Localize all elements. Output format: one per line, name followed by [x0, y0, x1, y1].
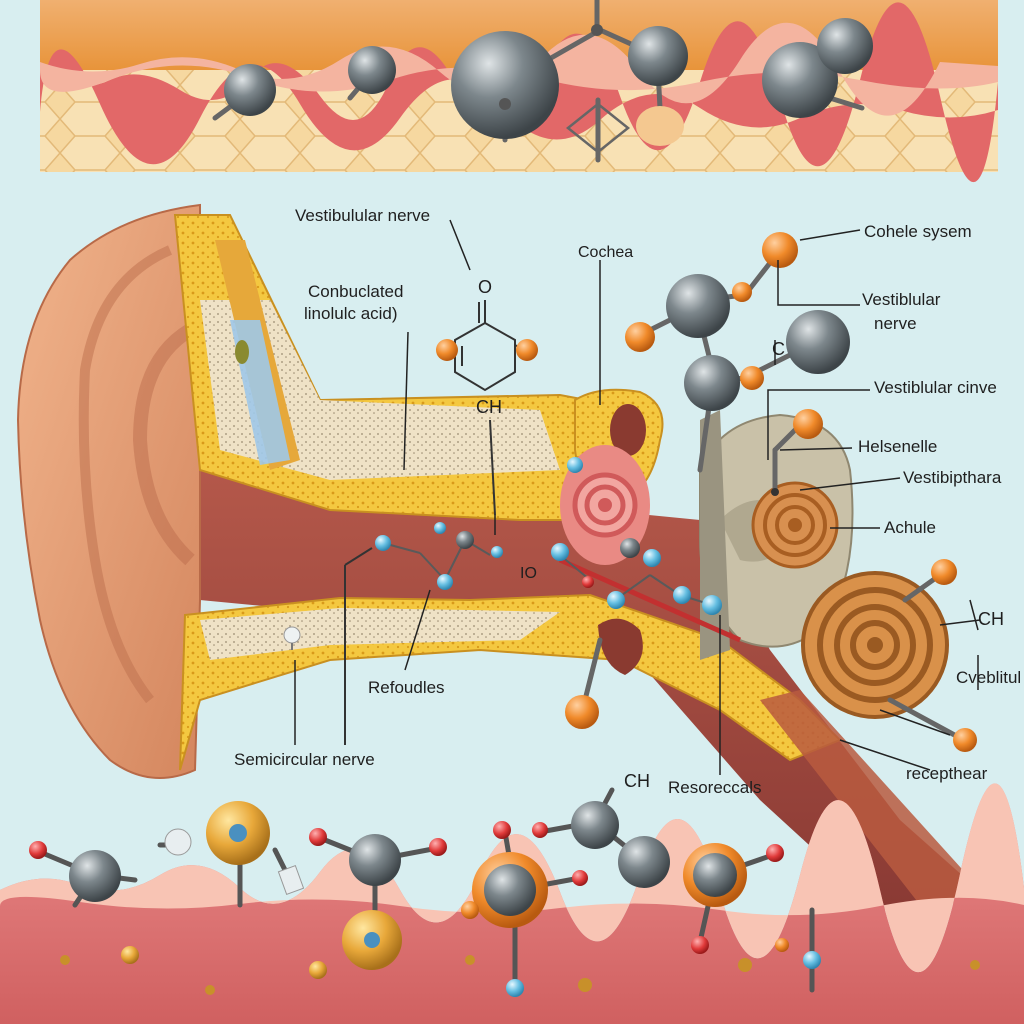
label-linolulc-acid: linolulc acid) — [304, 304, 398, 323]
large-cochlea-spiral — [803, 573, 947, 717]
label-semicircular-nerve: Semicircular nerve — [234, 750, 375, 769]
label-vestibipthara: Vestibipthara — [903, 468, 1001, 487]
label-chem-ch-center: CH — [476, 398, 502, 417]
label-helsenelle: Helsenelle — [858, 437, 937, 456]
label-achule: Achule — [884, 518, 936, 537]
label-cohele-system: Cohele sysem — [864, 222, 972, 241]
label-vestibular-nerve-right: Vestiblular — [862, 290, 940, 309]
label-chem-ch-right: CH — [978, 610, 1004, 629]
label-eveblitul: Cveblitul — [956, 668, 1024, 687]
label-chem-ch-bottom: CH — [624, 772, 650, 791]
label-resoreccals: Resoreccals — [668, 778, 762, 797]
label-conbuclated: Conbuclated — [308, 282, 403, 301]
cochlea-spiral — [753, 483, 837, 567]
label-vestibular-nerve-top: Vestibulular nerve — [295, 206, 430, 225]
label-vestibular-cinve: Vestiblular cinve — [874, 378, 997, 397]
label-refoudles: Refoudles — [368, 678, 445, 697]
label-nerve-right: nerve — [874, 314, 917, 333]
label-chem-o: O — [478, 278, 492, 297]
label-io: IO — [520, 564, 537, 583]
label-chem-c-right: C — [772, 340, 785, 359]
label-cochea: Cochea — [578, 243, 633, 262]
label-recepthear: recepthear — [906, 764, 987, 783]
benzene-atoms — [436, 339, 538, 361]
